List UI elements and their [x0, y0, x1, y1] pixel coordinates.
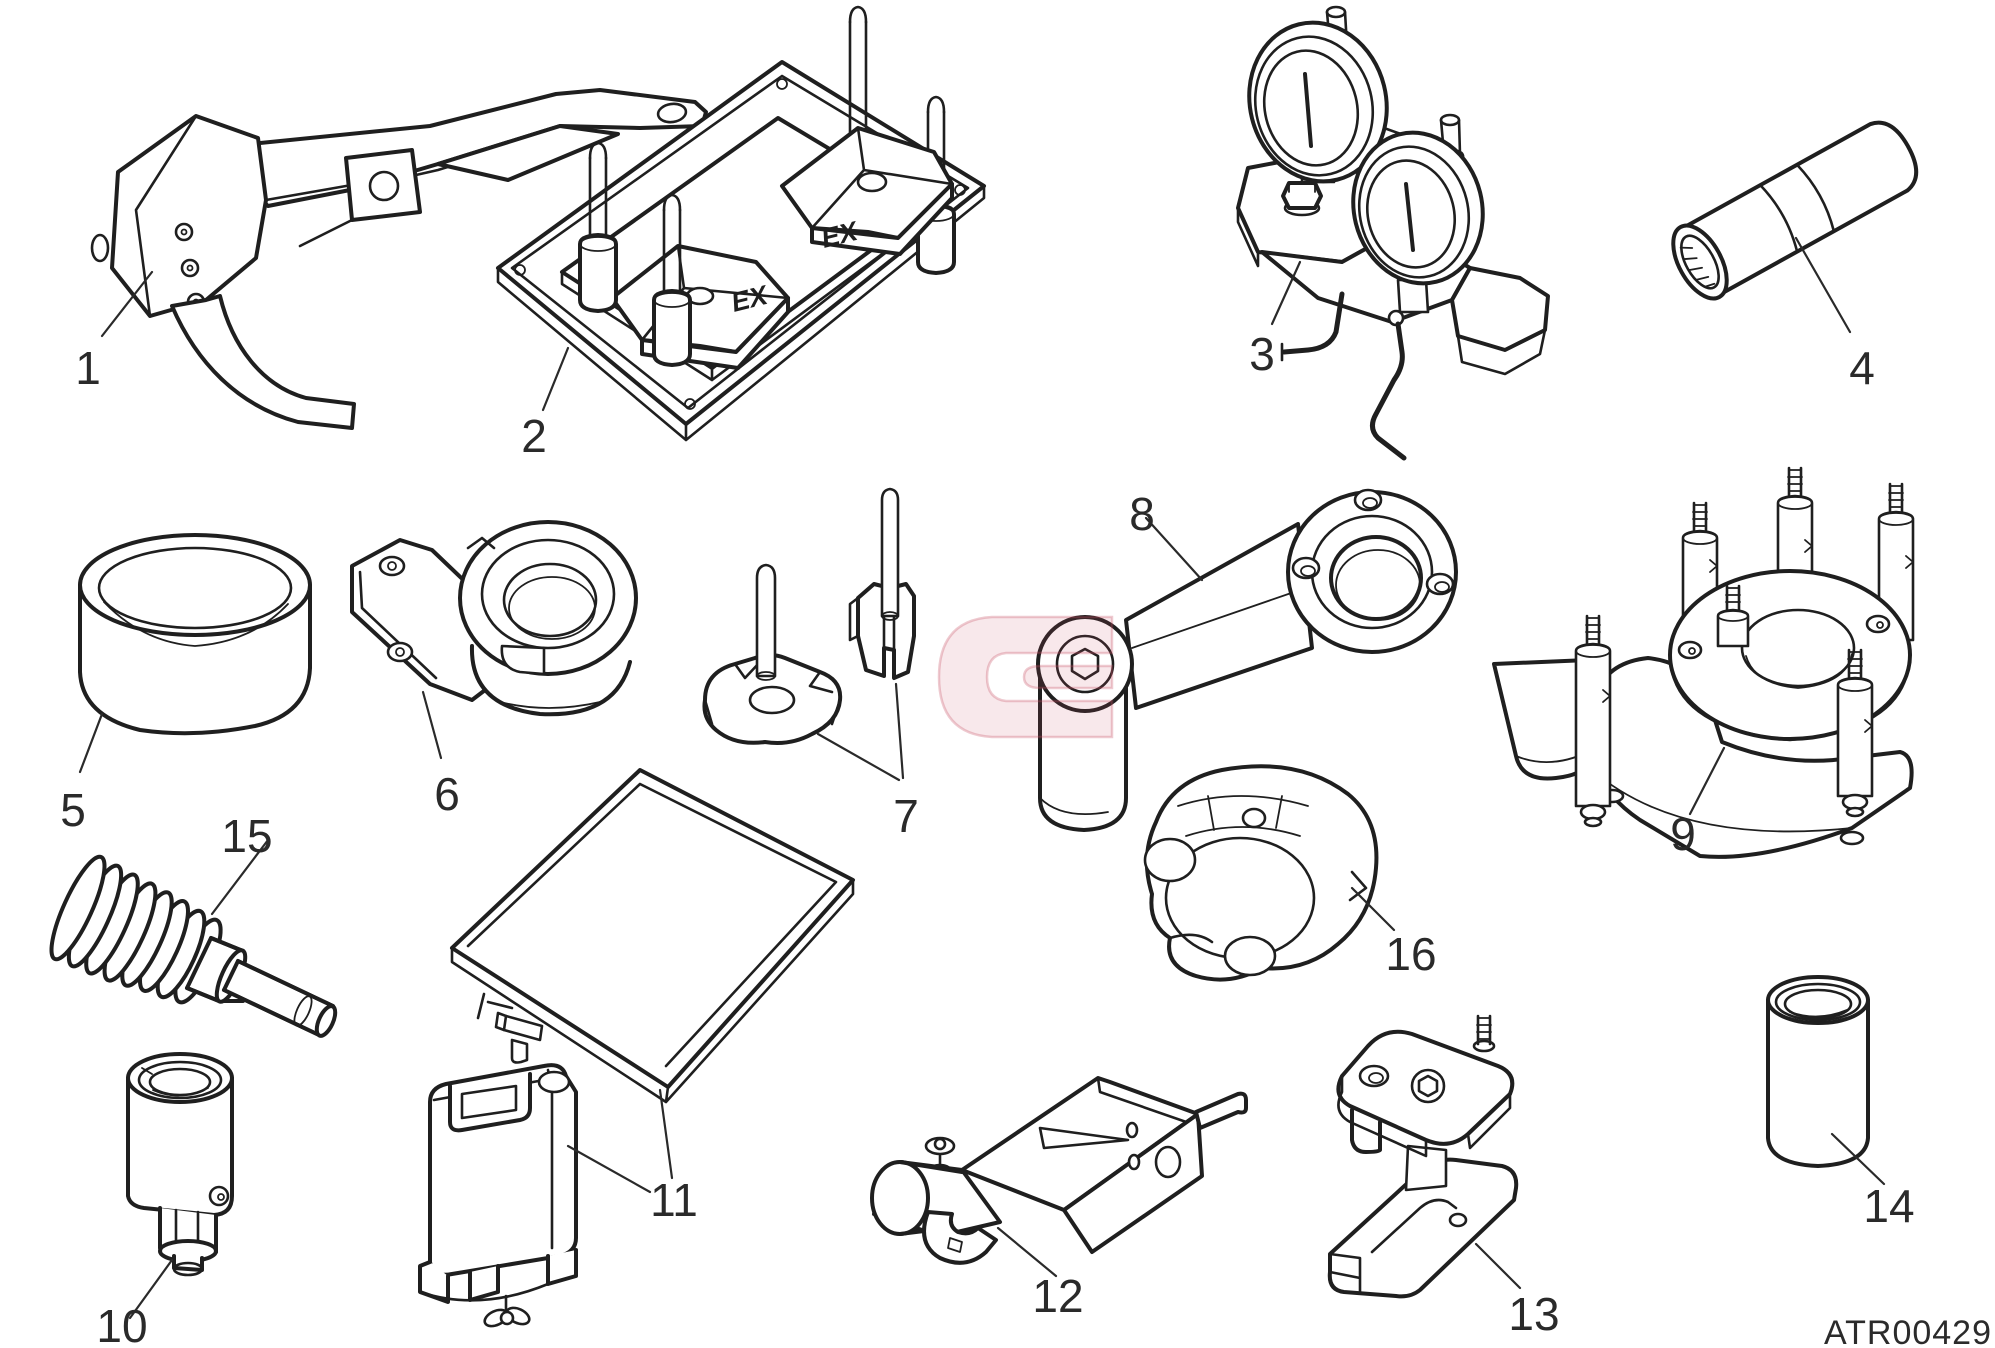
part-label-5: 5 [60, 784, 86, 836]
part-label-13: 13 [1508, 1288, 1559, 1340]
part-label-11: 11 [650, 1174, 698, 1226]
part-label-1: 1 [75, 342, 101, 394]
tool-clamp-bracket [870, 1076, 1248, 1265]
part-label-2: 2 [521, 410, 547, 462]
tool-stud-flange [1574, 466, 1915, 859]
part-label-8: 8 [1129, 488, 1155, 540]
stud [1574, 614, 1612, 828]
tool-support-stand [1327, 1014, 1519, 1299]
part-label-6: 6 [434, 768, 460, 820]
drawing-code: ATR00429 [1824, 1314, 1992, 1348]
tool-canister [418, 1063, 578, 1328]
tool-drip-tray [450, 768, 855, 1104]
manufacturer-logo-watermark [937, 615, 1114, 739]
tool-socket-sleeve [1671, 120, 1919, 301]
tool-dial-gauges [1236, 5, 1550, 461]
stud [1716, 584, 1750, 648]
part-label-16: 16 [1385, 928, 1436, 980]
part-label-10: 10 [96, 1300, 147, 1348]
tool-tensioner-bracket [350, 520, 638, 717]
tool-knurled-driver [49, 854, 338, 1038]
part-label-7: 7 [893, 790, 919, 842]
tray-post [652, 193, 692, 367]
tool-camshaft-tray: EX EX [496, 5, 986, 442]
tool-bushing-adapter [126, 1052, 234, 1277]
part-label-12: 12 [1032, 1270, 1083, 1322]
tool-spacer-sleeve [1766, 975, 1870, 1168]
part-number-labels: 1 2 3 4 5 6 7 8 9 10 11 12 13 14 15 16 [60, 328, 1914, 1348]
part-label-4: 4 [1849, 342, 1875, 394]
part-label-9: 9 [1670, 808, 1696, 860]
tool-crank-wrench [1036, 488, 1598, 832]
tool-bearing-cap [1143, 764, 1379, 982]
tool-bearing-cup [78, 533, 312, 736]
part-label-14: 14 [1863, 1180, 1914, 1232]
tool-clamp-lever [90, 88, 708, 430]
leader-lines [78, 236, 1886, 1320]
part-label-3: 3 [1249, 328, 1275, 380]
tray-post [578, 141, 618, 313]
part-label-15: 15 [221, 810, 272, 862]
stud [1836, 648, 1874, 818]
tool-pin-drivers [702, 487, 916, 745]
